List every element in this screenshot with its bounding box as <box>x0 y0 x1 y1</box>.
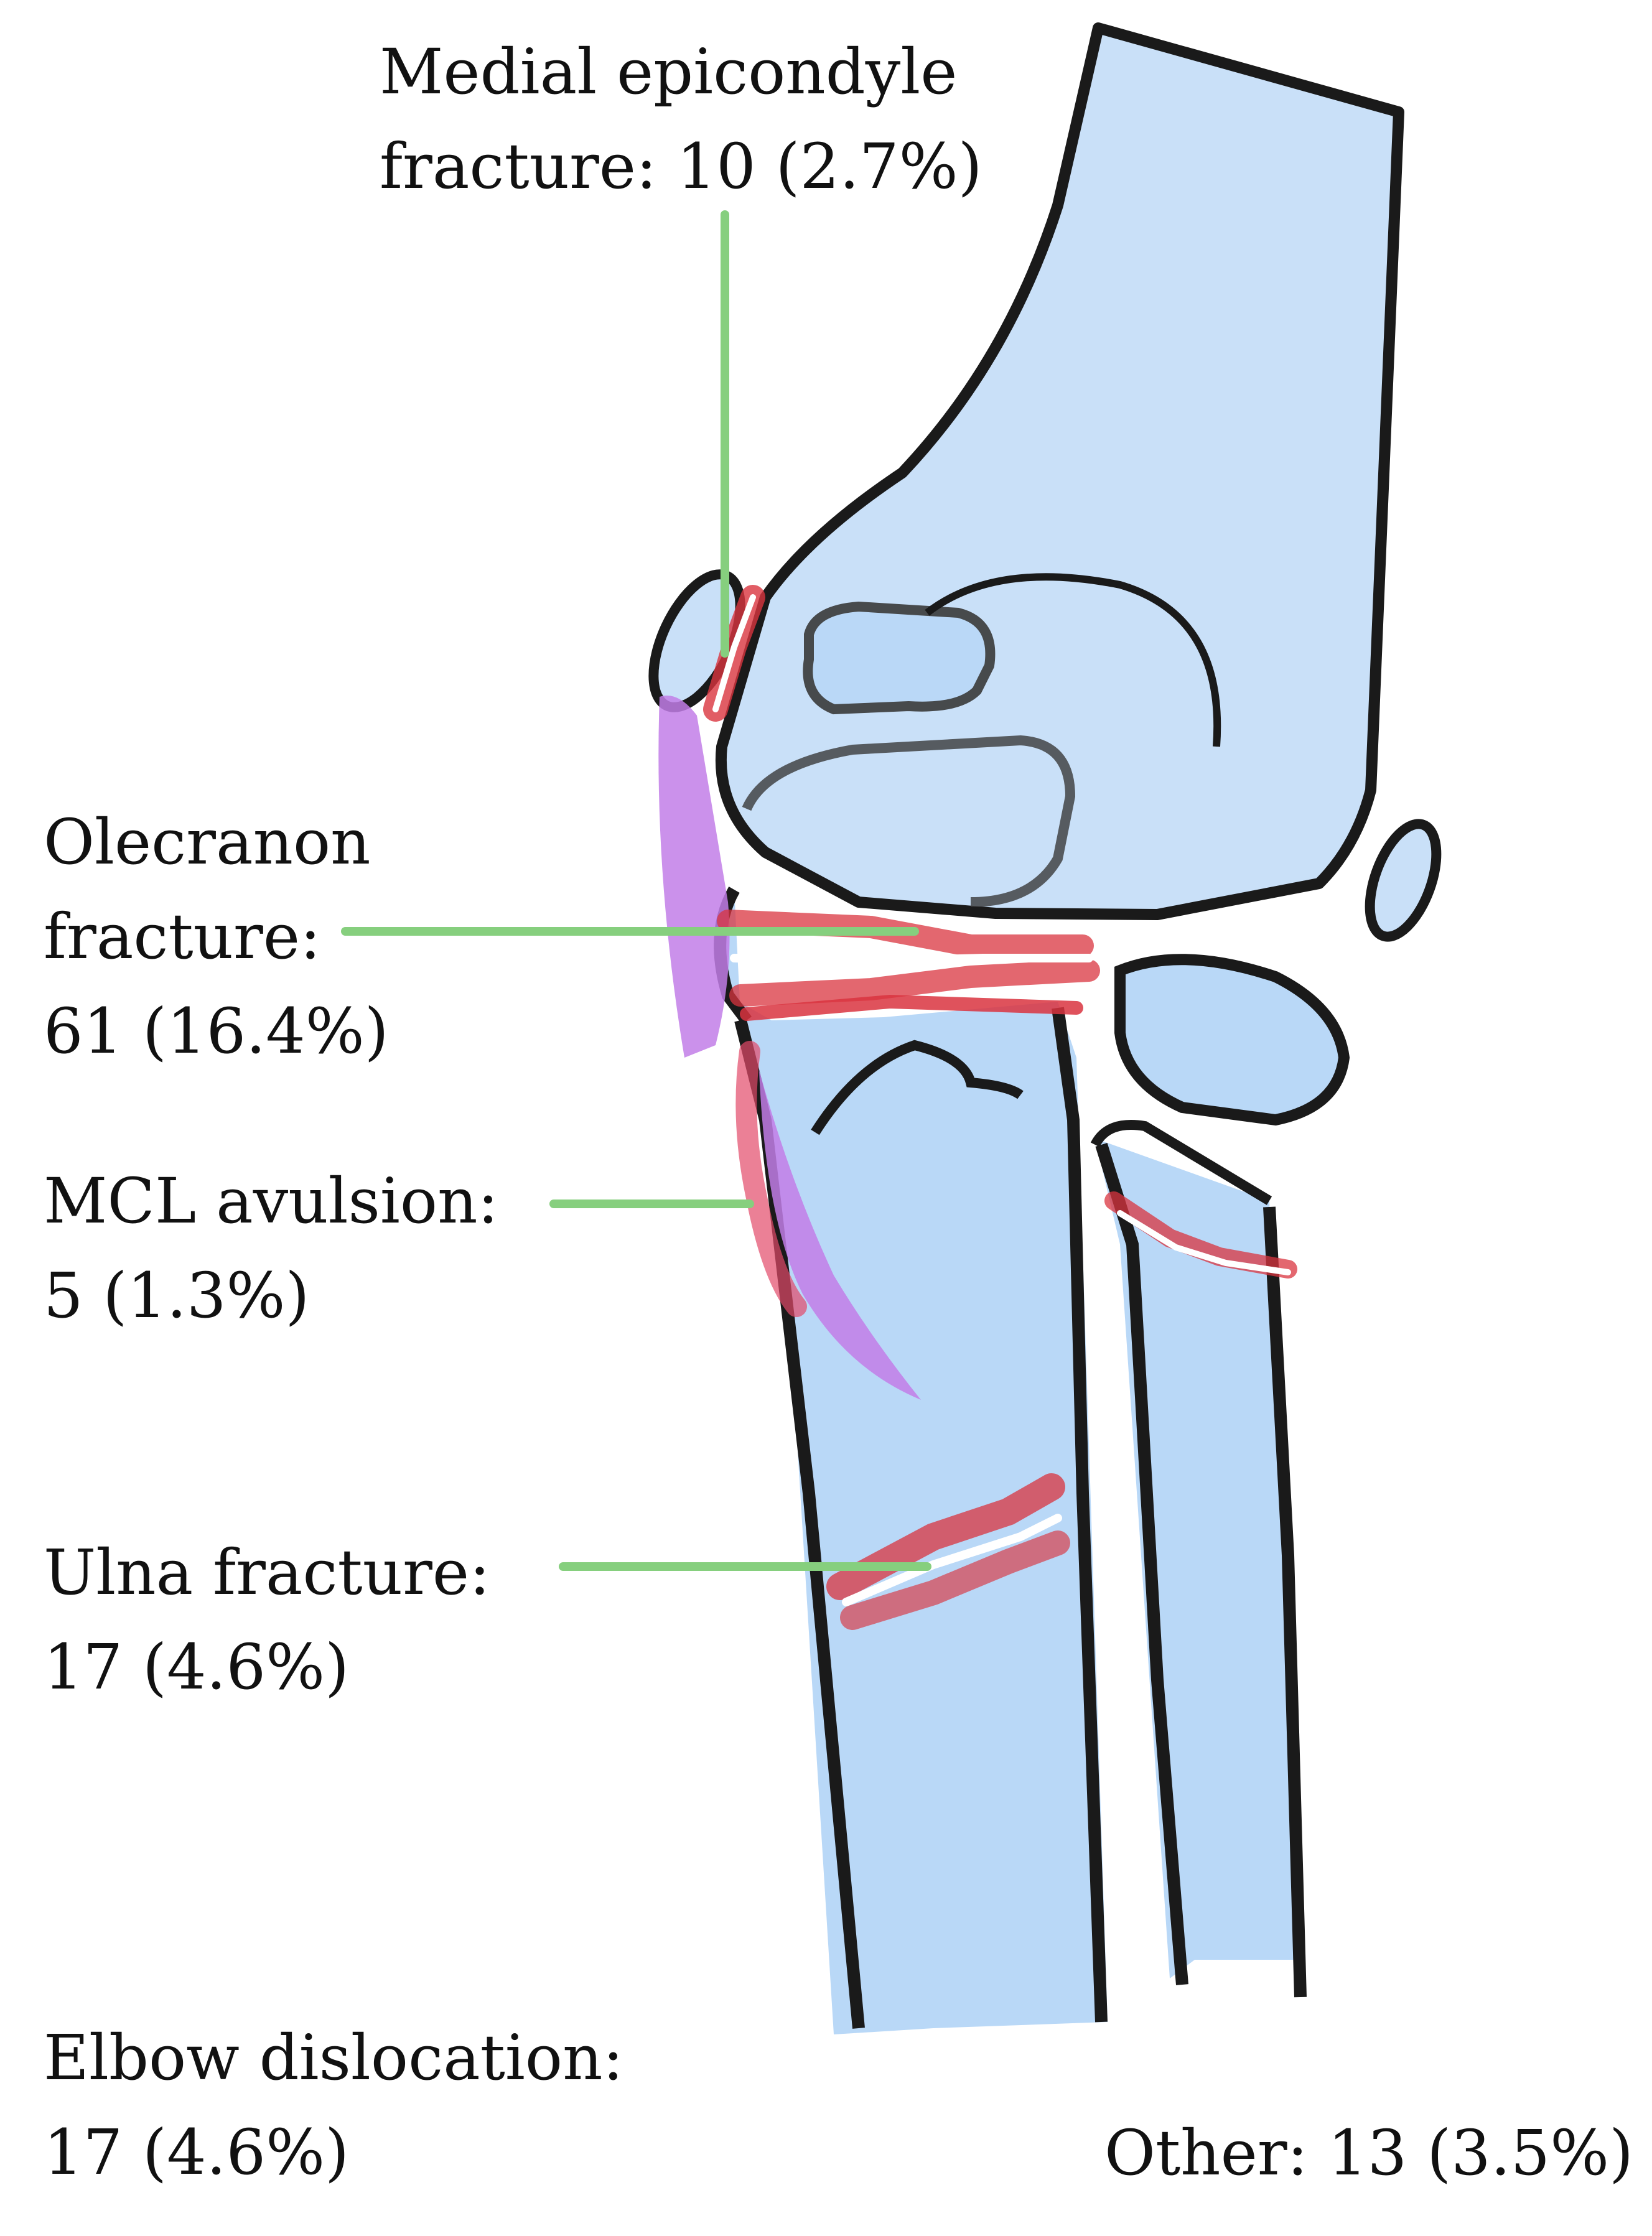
coronoid-outline <box>811 1040 1024 1135</box>
label-mcl-line2: 5 (1.3%) <box>44 1259 310 1332</box>
ulna-fracture-mark-lower <box>840 1530 1070 1630</box>
label-ulna-line1: Ulna fracture: <box>44 1536 490 1609</box>
label-other: Other: 13 (3.5%) <box>1104 2106 1633 2201</box>
lateral-fragment <box>1365 819 1442 942</box>
trochlea-groove <box>742 735 1076 907</box>
ulna-bone <box>723 890 1108 2034</box>
olecranon-fracture-mark-lower <box>729 959 1100 1007</box>
label-medial-line2: fracture: 10 (2.7%) <box>380 130 982 203</box>
radial-head <box>1114 954 1350 1126</box>
medial-epicondyle-fracture-white <box>712 594 756 712</box>
ulna-fracture-mark <box>826 1473 1065 1600</box>
olecranon-fracture-edge <box>740 994 1083 1021</box>
ulna-outline-right <box>1052 1007 1108 2023</box>
label-elbow-line2: 17 (4.6%) <box>44 2116 350 2189</box>
label-ulna-line2: 17 (4.6%) <box>44 1631 350 1703</box>
label-mcl-avulsion: MCL avulsion: 5 (1.3%) <box>44 1154 498 1343</box>
fracture-marks <box>703 585 1297 1630</box>
radius-fracture-mark <box>1104 1191 1297 1279</box>
label-olecranon-line3: 61 (16.4%) <box>44 995 389 1068</box>
radius-neck-outline <box>1090 1120 1272 1205</box>
trochlea-outline <box>925 573 1221 747</box>
radius-bone <box>1095 1139 1300 1978</box>
label-medial-epicondyle-fracture: Medial epicondyle fracture: 10 (2.7%) <box>380 25 982 214</box>
radius-outline-right <box>1263 1206 1307 1998</box>
capitellum-outline <box>803 601 996 715</box>
ulna-fracture-white <box>842 1514 1062 1606</box>
label-other-line1: Other: 13 (3.5%) <box>1104 2117 1634 2189</box>
leader-lines <box>341 210 931 1571</box>
label-olecranon-line2: fracture: <box>44 900 321 973</box>
radius-fracture-white <box>1117 1210 1291 1275</box>
label-olecranon-line1: Olecranon <box>44 806 371 878</box>
mcl-ligament-lower <box>759 1070 921 1400</box>
mcl-ligament <box>658 696 730 1058</box>
label-elbow-line1: Elbow dislocation: <box>44 2021 624 2094</box>
label-medial-line1: Medial epicondyle <box>380 35 958 108</box>
label-olecranon-fracture: Olecranon fracture: 61 (16.4%) <box>44 795 389 1079</box>
label-ulna-fracture: Ulna fracture: 17 (4.6%) <box>44 1526 490 1715</box>
olecranon-fracture-white <box>730 954 1093 966</box>
olecranon-fracture-mark-upper <box>717 910 1094 957</box>
mcl-avulsion-mark <box>735 1041 807 1317</box>
label-elbow-dislocation: Elbow dislocation: 17 (4.6%) <box>44 2011 623 2200</box>
label-mcl-line1: MCL avulsion: <box>44 1165 499 1237</box>
